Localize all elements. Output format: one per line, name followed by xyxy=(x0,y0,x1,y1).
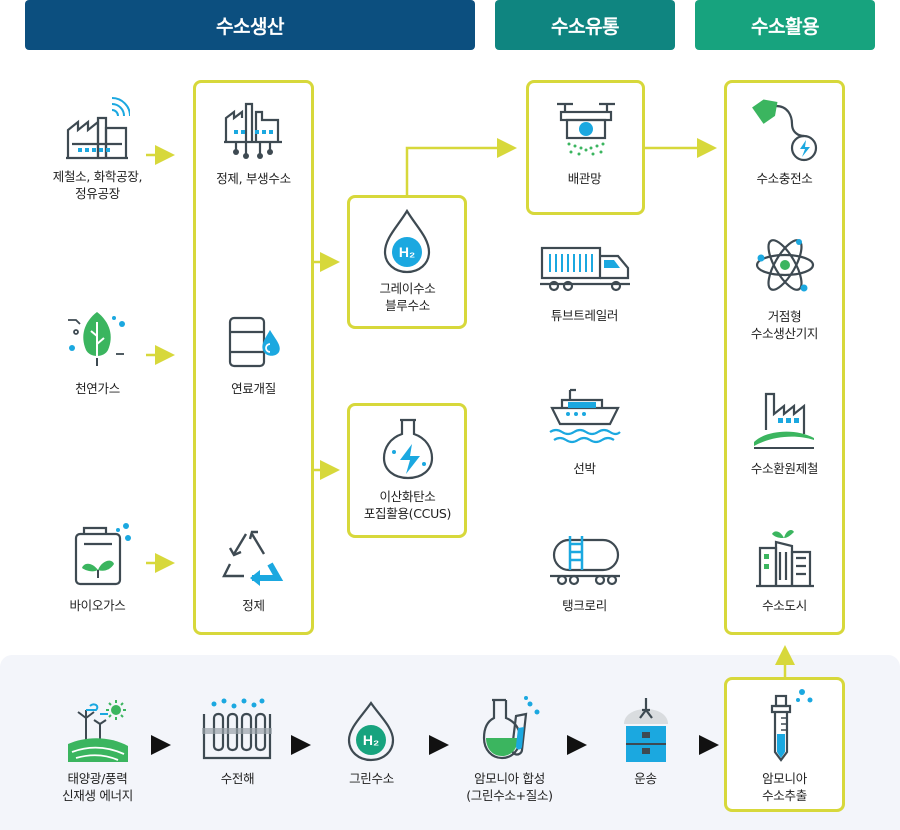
ammonia-flask-icon xyxy=(482,696,540,760)
pipeline-icon xyxy=(557,102,615,156)
container-transport-icon xyxy=(624,698,668,762)
refinery-icon xyxy=(224,102,282,159)
recycle-icon xyxy=(222,530,284,586)
pipeline-label: 배관망 xyxy=(567,171,602,186)
transport-label: 운송 xyxy=(634,771,657,786)
process-purify-byproduct-label: 정제, 부생수소 xyxy=(216,171,291,186)
tube-trailer-label: 튜브트레일러 xyxy=(550,308,619,323)
city-label: 수소도시 xyxy=(762,598,807,613)
header-utilization: 수소활용 xyxy=(695,0,875,50)
ship-icon xyxy=(549,388,621,444)
renewable-label: 태양광/풍력 신재생 에너지 xyxy=(62,771,133,803)
renewable-energy-icon xyxy=(68,700,128,762)
charging-station-icon xyxy=(752,99,818,162)
source-natural-gas-label: 천연가스 xyxy=(75,381,120,396)
electrolysis-label: 수전해 xyxy=(220,771,255,786)
ammonia-extraction-label: 암모니아 수소추출 xyxy=(762,771,807,803)
tank-lorry-label: 탱크로리 xyxy=(562,598,607,613)
h2-drop-icon: H₂ xyxy=(383,208,431,274)
process-purify-label: 정제 xyxy=(242,598,265,613)
factory-icon xyxy=(66,97,130,160)
grey-blue-hydrogen-label: 그레이수소 블루수소 xyxy=(379,281,436,313)
electrolysis-icon xyxy=(202,698,272,760)
utilization-frame xyxy=(724,80,845,635)
header-distribution: 수소유통 xyxy=(495,0,675,50)
ccus-label: 이산화탄소 포집활용(CCUS) xyxy=(363,489,452,521)
atom-icon xyxy=(755,239,815,292)
source-steel-label: 제철소, 화학공장, 정유공장 xyxy=(52,169,143,201)
process-frame xyxy=(193,80,314,635)
production-base-label: 거점형 수소생산기지 xyxy=(750,309,819,341)
tank-lorry-icon xyxy=(550,536,620,586)
source-biogas-label: 바이오가스 xyxy=(69,598,126,613)
steelmaking-label: 수소환원제철 xyxy=(750,461,819,476)
h2-text: H₂ xyxy=(399,244,415,260)
steel-plant-icon xyxy=(754,392,814,449)
ccus-flask-icon xyxy=(382,418,434,480)
ammonia-synthesis-label: 암모니아 합성 (그린수소+질소) xyxy=(466,771,553,803)
ammonia-dropper-icon xyxy=(770,689,813,762)
header-production: 수소생산 xyxy=(25,0,475,50)
green-hydrogen-label: 그린수소 xyxy=(349,771,394,786)
fuel-barrel-icon xyxy=(228,316,280,368)
hydrogen-city-icon xyxy=(756,530,814,588)
ship-label: 선박 xyxy=(573,461,596,476)
green-h2-text: H₂ xyxy=(363,732,379,748)
pipeline-box xyxy=(526,80,645,215)
charging-station-label: 수소충전소 xyxy=(756,171,813,186)
green-h2-drop-icon: H₂ xyxy=(347,701,395,762)
biogas-can-icon xyxy=(74,523,131,586)
process-fuel-reforming-label: 연료개질 xyxy=(231,381,276,396)
tube-trailer-icon xyxy=(540,246,630,292)
leaf-icon xyxy=(68,312,125,366)
